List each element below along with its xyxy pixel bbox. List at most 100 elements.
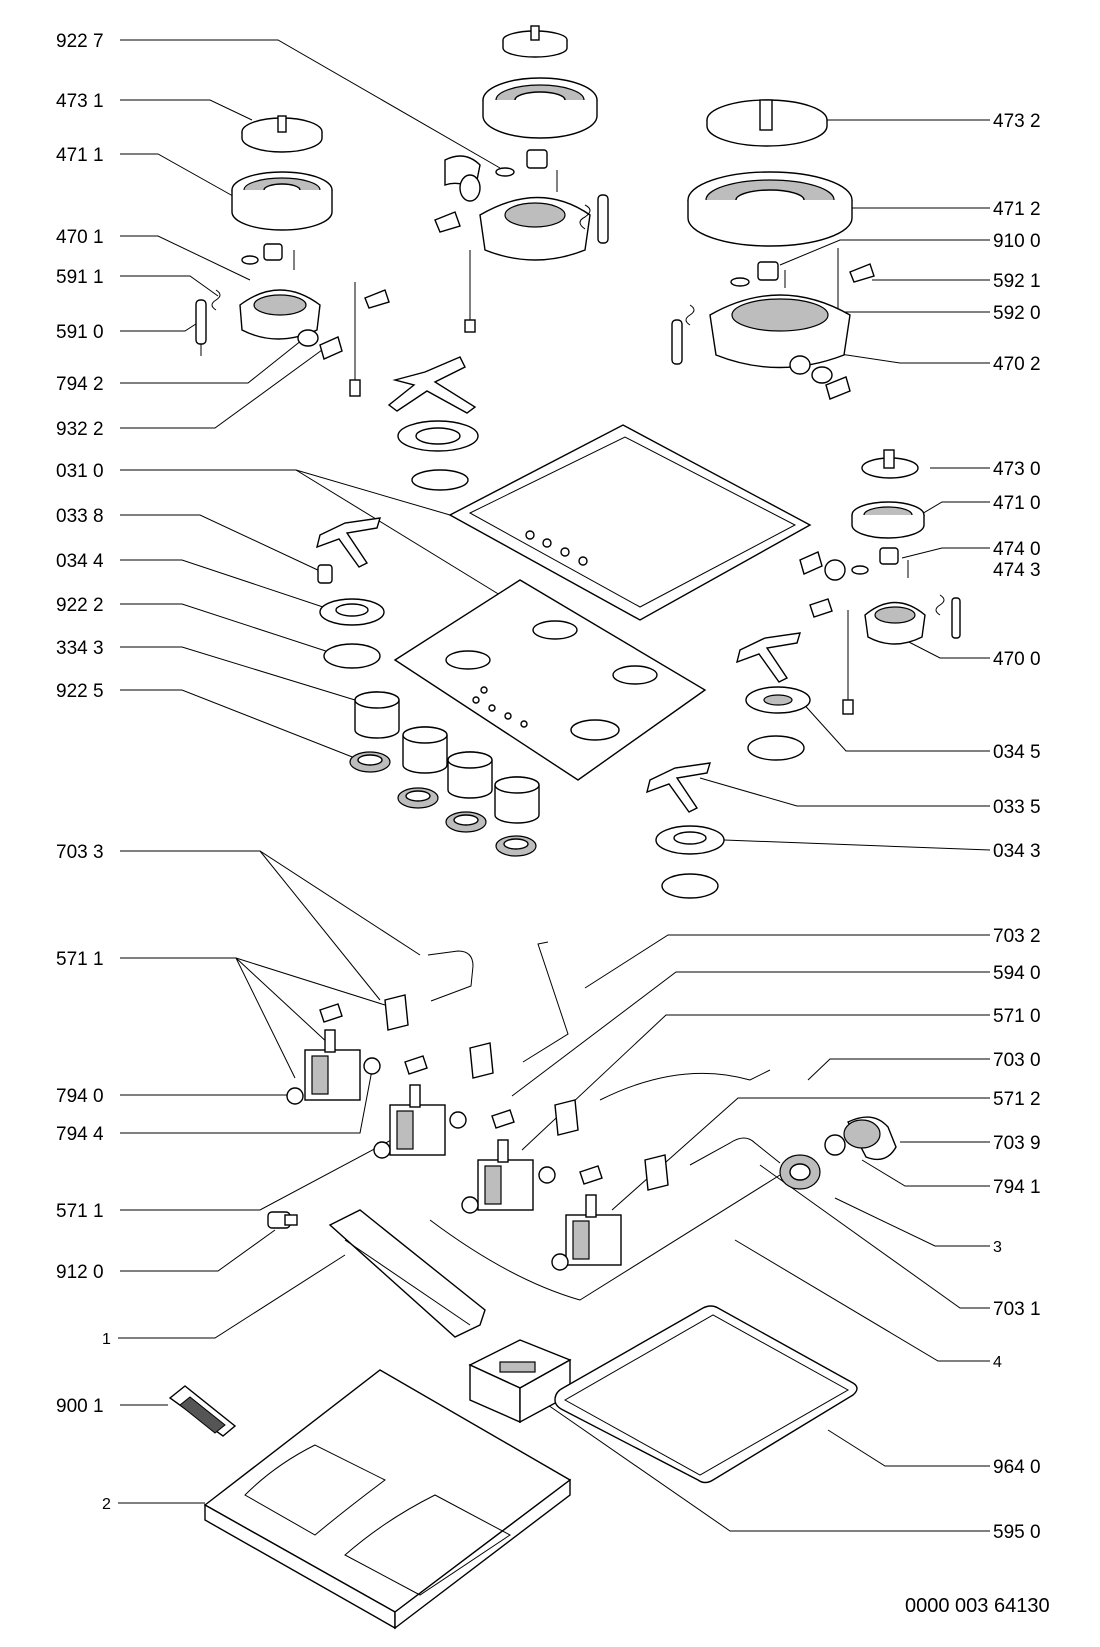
part-label-932-2: 932 2 xyxy=(56,419,104,440)
document-number: 0000 003 64130 xyxy=(905,1595,1050,1617)
parts xyxy=(168,25,961,1630)
knobs xyxy=(354,691,540,824)
leader-595-0 xyxy=(544,1402,990,1532)
gasket-top xyxy=(411,469,469,491)
valve-4 xyxy=(551,1154,669,1271)
part-label-474-0: 474 0 xyxy=(993,539,1041,560)
leader-034-3 xyxy=(723,839,991,851)
part-label-794-0: 794 0 xyxy=(56,1086,104,1107)
leader-932-2 xyxy=(120,349,323,429)
part-label-591-1: 591 1 xyxy=(56,267,104,288)
left-labels: 922 7 473 1 471 1 470 1 591 1 591 0 794 … xyxy=(56,31,111,1513)
part-label-471-0: 471 0 xyxy=(993,493,1041,514)
part-label-910-0: 910 0 xyxy=(993,231,1041,252)
leader-594-0 xyxy=(511,971,990,1097)
leader-922-7 xyxy=(120,39,501,169)
part-label-571-2: 571 2 xyxy=(993,1089,1041,1110)
part-label-571-1: 571 1 xyxy=(56,949,104,970)
seal-gasket-964 xyxy=(554,1305,858,1484)
part-label-471-1: 471 1 xyxy=(56,145,104,166)
part-label-703-0: 703 0 xyxy=(993,1050,1041,1071)
right-labels: 473 2 471 2 910 0 592 1 592 0 470 2 473 … xyxy=(993,111,1041,1543)
part-label-592-0: 592 0 xyxy=(993,303,1041,324)
trim-ring-top xyxy=(397,420,479,452)
part-label-794-4: 794 4 xyxy=(56,1124,104,1145)
part-label-471-2: 471 2 xyxy=(993,199,1041,220)
gasket-left xyxy=(323,643,381,669)
leader-794-1 xyxy=(861,1159,990,1187)
trim-ring-right xyxy=(745,686,811,714)
leader-471-1-left xyxy=(120,153,241,201)
part-label-033-5: 033 5 xyxy=(993,797,1041,818)
leader-922-2 xyxy=(120,603,339,656)
leader-471-0 xyxy=(914,501,990,519)
part-label-595-0: 595 0 xyxy=(993,1522,1041,1543)
part-label-034-5: 034 5 xyxy=(993,742,1041,763)
gas-valves xyxy=(286,994,669,1271)
part-label-4: 4 xyxy=(993,1354,1002,1371)
leader-034-4 xyxy=(120,559,339,613)
part-label-794-2: 794 2 xyxy=(56,374,104,395)
leader-571-1-lower xyxy=(120,1129,411,1211)
part-label-3: 3 xyxy=(993,1239,1002,1256)
leader-703-2 xyxy=(584,934,990,989)
pan-support-right xyxy=(736,632,801,683)
part-label-1: 1 xyxy=(102,1331,111,1348)
screw-912 xyxy=(267,1211,298,1229)
burner-small-right xyxy=(799,449,961,715)
leader-703-1 xyxy=(759,1164,990,1309)
leader-964-0 xyxy=(827,1429,990,1467)
leader-571-1c xyxy=(235,957,386,1006)
part-label-334-3: 334 3 xyxy=(56,638,104,659)
leader-470-1 xyxy=(120,235,251,281)
valve-3 xyxy=(461,1099,579,1214)
burner-cap-top-center xyxy=(502,25,568,58)
leader-703-0 xyxy=(807,1058,990,1081)
leader-470-0 xyxy=(904,639,990,659)
part-label-2: 2 xyxy=(102,1496,111,1513)
leader-703-3b xyxy=(259,850,381,1001)
part-label-473-2: 473 2 xyxy=(993,111,1041,132)
leader-1 xyxy=(118,1254,346,1339)
part-label-470-2: 470 2 xyxy=(993,354,1041,375)
part-label-703-9: 703 9 xyxy=(993,1133,1041,1154)
leader-031-0a xyxy=(120,469,451,516)
part-label-592-1: 592 1 xyxy=(993,271,1041,292)
part-label-594-0: 594 0 xyxy=(993,963,1041,984)
gasket-right xyxy=(747,735,805,761)
part-label-912-0: 912 0 xyxy=(56,1262,104,1283)
part-label-703-1: 703 1 xyxy=(993,1299,1041,1320)
injector-top-center xyxy=(495,149,558,192)
burner-base-top-left xyxy=(195,243,390,397)
gas-pipes xyxy=(427,941,781,1301)
leader-033-5 xyxy=(699,777,990,807)
burner-crown-top-center xyxy=(482,77,598,139)
base-tray xyxy=(203,1369,572,1630)
part-label-031-0: 031 0 xyxy=(56,461,104,482)
leader-3 xyxy=(834,1197,990,1247)
leader-474-0 xyxy=(901,547,990,559)
part-label-571-1-lower: 571 1 xyxy=(56,1201,104,1222)
bracket-1 xyxy=(328,1209,486,1338)
leader-910-0 xyxy=(779,239,990,266)
part-label-033-8: 033 8 xyxy=(56,506,104,527)
glass-top-panel xyxy=(448,424,812,621)
burner-crown-top-right xyxy=(687,171,853,247)
knob-bezels xyxy=(349,751,537,857)
ignition-module xyxy=(468,1339,572,1424)
pan-support-top xyxy=(387,356,477,414)
valve-2 xyxy=(373,1042,494,1159)
burner-base-top-right xyxy=(671,248,875,400)
leader-033-8 xyxy=(120,514,323,573)
part-label-034-4: 034 4 xyxy=(56,551,104,572)
part-label-470-0: 470 0 xyxy=(993,649,1041,670)
trim-ring-left xyxy=(319,598,385,626)
leader-571-1b xyxy=(235,957,331,1046)
part-label-473-1: 473 1 xyxy=(56,91,104,112)
inlet-fittings xyxy=(779,1116,897,1190)
cooktop-plate xyxy=(393,579,707,781)
leader-4 xyxy=(734,1239,990,1362)
part-label-922-2: 922 2 xyxy=(56,595,104,616)
part-label-900-1: 900 1 xyxy=(56,1396,104,1417)
